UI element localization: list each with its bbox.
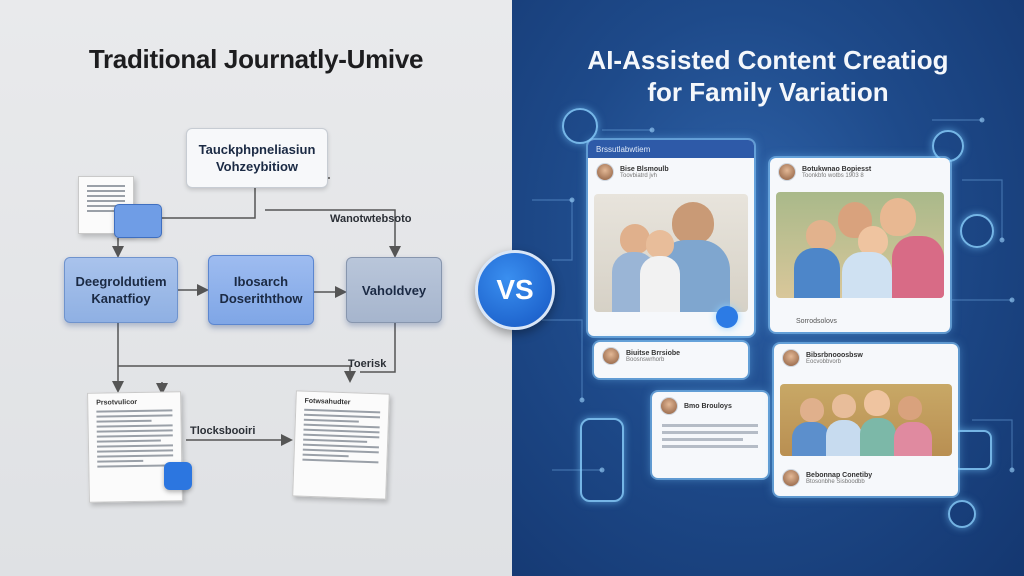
main-card-meta: Toovbiatrd jvh [620, 172, 658, 179]
card2-comment-meta: Btosonbhe Sisboodbb [806, 478, 865, 485]
family-photo-main [594, 194, 748, 312]
phone-icon [580, 418, 624, 502]
card1-meta: Toonkbfo wotbs 1903 8 [802, 172, 864, 179]
circuit-background [532, 117, 1015, 473]
card1-author: Botukwnao Bopiesst [802, 165, 872, 173]
edit-icon [164, 462, 192, 490]
family-photo-variation-1 [776, 192, 944, 298]
comment-meta: Boosnswrhorb [626, 356, 665, 363]
avatar [660, 397, 678, 415]
final-document-right: Fotwsahudter [292, 390, 390, 500]
ai-edit-button[interactable] [716, 306, 738, 328]
gear-icon [562, 108, 598, 144]
comment-author: Biuitse Brrsiobe [626, 349, 681, 357]
chat-icon [952, 430, 992, 470]
avatar [596, 163, 614, 181]
family-photo-variation-2 [780, 384, 952, 456]
network-icon [948, 500, 976, 528]
draft-right-heading: Fotwsahudter [304, 397, 351, 407]
box-right-process: Vaholdvey [346, 257, 442, 323]
connector-right-down [360, 322, 396, 373]
connector-to-vahold [265, 209, 401, 258]
box-center-process: Ibosarch Doseriththow [208, 255, 314, 325]
card2-commenter: Bebonnap Conetiby [806, 471, 873, 479]
main-card-titlebar: Brssutlabwtiem [588, 140, 754, 158]
sparkle-icon [960, 214, 994, 248]
variation-card-2[interactable]: Bibsrbnooosbsw Eocvobbvorb Bebonnap Cone… [774, 344, 958, 496]
label-flow-top: Wanotwtebsoto [330, 213, 412, 225]
comment-card[interactable]: Biuitse Brrsiobe Boosnswrhorb [594, 342, 748, 378]
text-post-card[interactable]: Bmo Brouloys [652, 392, 768, 478]
ai-title-line2: for Family Variation [647, 77, 889, 107]
variation-card-1[interactable]: Botukwnao Bopiesst Toonkbfo wotbs 1903 8… [770, 158, 950, 332]
ai-panel: Brssutlabwtiem Bise Blsmoulb Toovbiatrd … [512, 0, 1024, 576]
vs-badge: VS [475, 250, 555, 330]
traditional-panel: Traditional Journatly-Umive Tauckphpneli… [0, 0, 512, 576]
main-post-card[interactable]: Brssutlabwtiem Bise Blsmoulb Toovbiatrd … [588, 140, 754, 336]
avatar [778, 163, 796, 181]
draft-left-heading: Prsotvulicor [96, 398, 138, 407]
avatar [602, 347, 620, 365]
monitor-icon [114, 204, 162, 238]
label-flow-bottom: Tlocksbooiri [190, 425, 256, 437]
box-left-process: Deegroldutiem Kanatfioy [64, 257, 178, 323]
avatar [782, 349, 800, 367]
card2-meta: Eocvobbvorb [806, 358, 842, 365]
connector-mid [118, 365, 356, 383]
box-top-process: Tauckphpneliasiun Vohzeybitiow [186, 128, 328, 188]
ai-title: AI-Assisted Content Creatiog for Family … [512, 44, 1024, 108]
text-post-author: Bmo Brouloys [684, 402, 732, 410]
traditional-title: Traditional Journatly-Umive [88, 44, 424, 74]
label-flow-mid: Toerisk [348, 358, 387, 370]
card1-footer: Sorrodsolovs [796, 318, 837, 325]
card2-author: Bibsrbnooosbsw [806, 351, 863, 359]
main-card-author: Bise Blsmoulb [620, 165, 669, 173]
ai-title-line1: AI-Assisted Content Creatiog [587, 45, 949, 75]
avatar [782, 469, 800, 487]
